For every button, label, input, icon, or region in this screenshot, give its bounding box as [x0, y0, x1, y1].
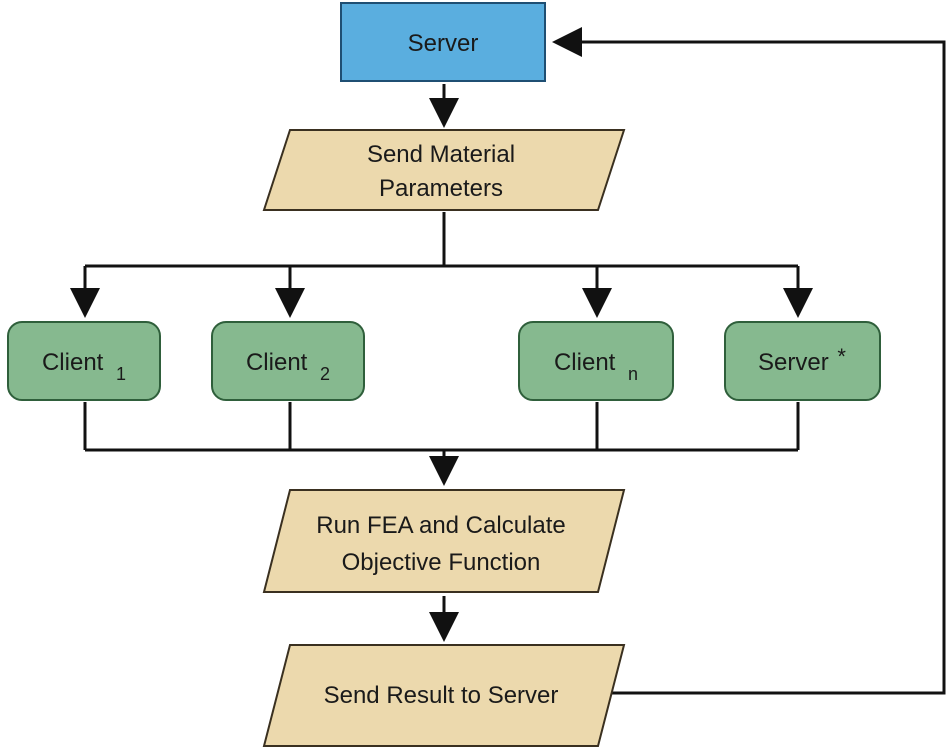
client-1-subscript: 1 — [116, 364, 126, 384]
server-star-asterisk: * — [837, 344, 846, 369]
send-result-label: Send Result to Server — [324, 682, 559, 709]
server-label: Server — [408, 30, 479, 57]
client-n-subscript: n — [628, 364, 638, 384]
server-star-box — [724, 321, 881, 401]
client-2-subscript: 2 — [320, 364, 330, 384]
server-star-label: Server * — [758, 344, 846, 376]
send-params-shape — [262, 129, 626, 211]
feedback-loop-connector — [552, 27, 946, 695]
run-fea-shape — [262, 489, 626, 593]
client-n-label: Client n — [554, 349, 638, 384]
client-2-text: Client — [246, 349, 308, 376]
client-1-text: Client — [42, 349, 104, 376]
server-star-node: Server * — [724, 321, 881, 401]
send-result-node: Send Result to Server — [262, 644, 626, 747]
send-result-shape — [262, 644, 626, 747]
server-node: Server — [340, 2, 546, 82]
client-1-box — [7, 321, 161, 401]
send-params-line-2: Parameters — [379, 175, 503, 202]
client-n-node: Client n — [518, 321, 674, 401]
run-fea-node: Run FEA and Calculate Objective Function — [262, 489, 626, 593]
client-1-label: Client 1 — [42, 349, 126, 384]
server-box — [340, 2, 546, 82]
server-star-text: Server — [758, 349, 829, 376]
send-params-node: Send Material Parameters — [262, 129, 626, 211]
run-fea-line-1: Run FEA and Calculate — [316, 512, 565, 539]
send-params-line-1: Send Material — [367, 141, 515, 168]
run-fea-line-2: Objective Function — [342, 549, 541, 576]
client-2-box — [211, 321, 365, 401]
client-2-label: Client 2 — [246, 349, 330, 384]
connectors — [70, 27, 946, 695]
client-n-text: Client — [554, 349, 616, 376]
client-1-node: Client 1 — [7, 321, 161, 401]
client-n-box — [518, 321, 674, 401]
client-2-node: Client 2 — [211, 321, 365, 401]
